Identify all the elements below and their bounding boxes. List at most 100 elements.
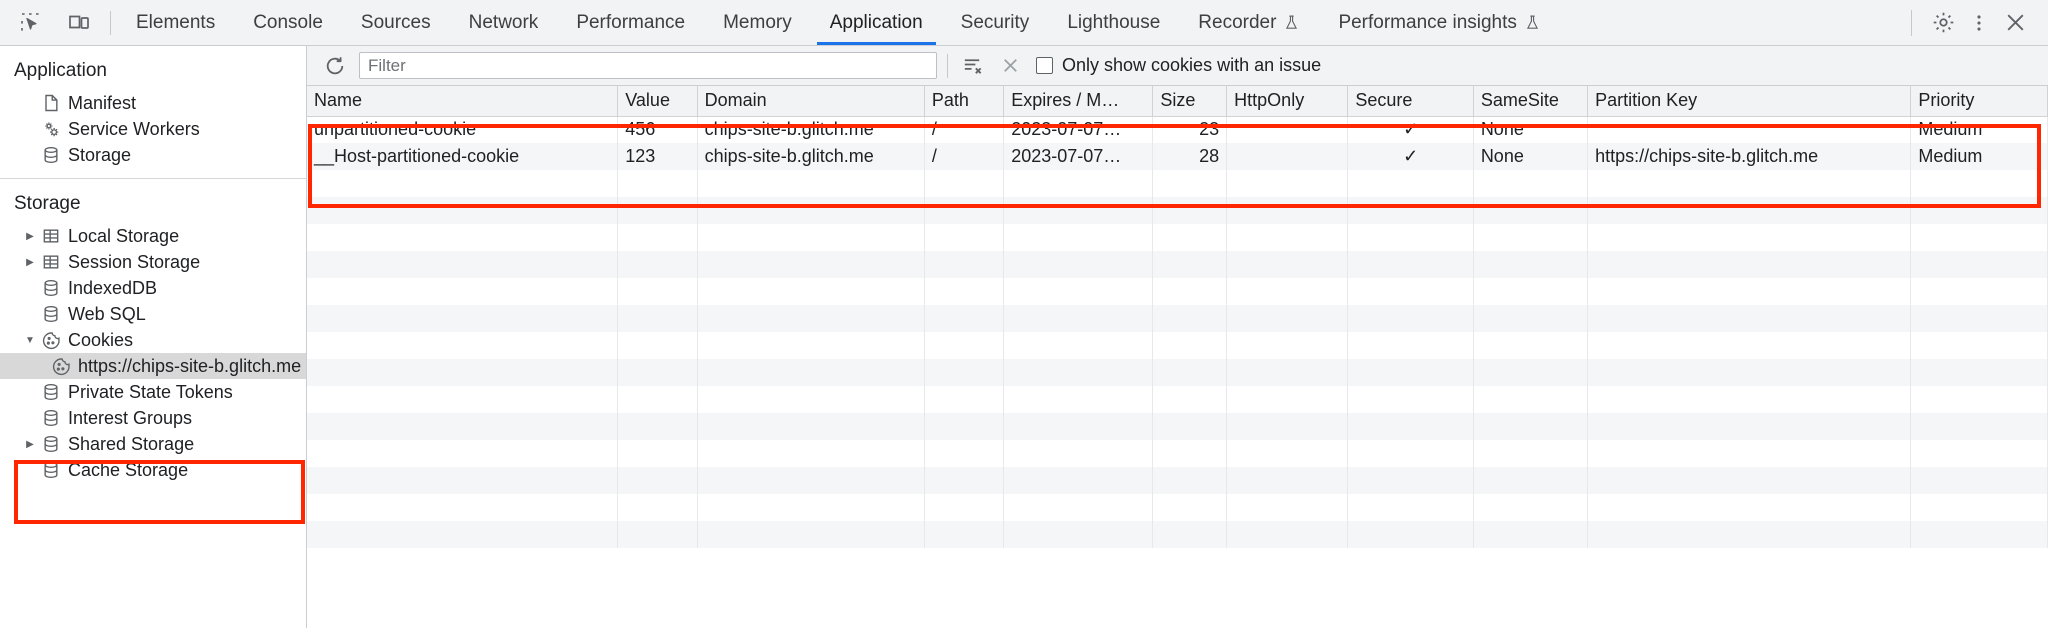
cookies-filter-bar: Only show cookies with an issue [307,46,2048,86]
sidebar-item-indexeddb[interactable]: ▶ IndexedDB [0,275,306,301]
tab-security[interactable]: Security [942,0,1049,45]
cell-partition-key [1587,116,1912,143]
toolbar-right-divider [1911,9,1912,36]
chevron-right-icon[interactable]: ▶ [26,230,34,242]
tab-label: Elements [136,11,216,33]
sidebar-item-local-storage[interactable]: ▶ Local Storage [0,223,306,249]
panel-tabs: Elements Console Sources Network Perform… [117,0,1560,45]
cell-domain: chips-site-b.glitch.me [697,143,925,170]
column-header-value[interactable]: Value [617,86,698,117]
column-header-httponly[interactable]: HttpOnly [1226,86,1349,117]
table-header-row: Name Value Domain Path Expires / M… Size… [307,86,2048,117]
toolbar-right-icons [1905,0,2048,45]
sidebar-item-label: Session Storage [68,252,201,272]
tab-elements[interactable]: Elements [117,0,234,45]
application-sidebar: Application ▶ Manifest ▶ [0,46,307,628]
chevron-right-icon[interactable]: ▶ [26,256,34,268]
cell-size: 23 [1152,116,1228,143]
database-icon [38,304,64,324]
column-header-domain[interactable]: Domain [697,86,925,117]
table-row[interactable]: unpartitioned-cookie 456 chips-site-b.gl… [307,116,2048,143]
refresh-icon[interactable] [321,52,349,80]
sidebar-item-label: Local Storage [68,226,180,246]
sidebar-item-cookie-origin[interactable]: https://chips-site-b.glitch.me [0,353,306,379]
only-issues-checkbox[interactable]: Only show cookies with an issue [1036,55,1321,76]
tab-performance[interactable]: Performance [557,0,704,45]
table-icon [38,252,64,272]
chevron-down-icon[interactable]: ▼ [25,334,35,346]
sidebar-section-application: Application ▶ Manifest ▶ [0,46,306,178]
gear-icon[interactable] [1926,7,1960,39]
sidebar-item-label: Cookies [68,330,134,350]
tab-lighthouse[interactable]: Lighthouse [1048,0,1179,45]
tab-memory[interactable]: Memory [704,0,811,45]
search-input[interactable] [359,52,937,79]
tab-label: Performance insights [1338,11,1517,33]
more-vertical-icon[interactable] [1962,7,1996,39]
sidebar-item-label: Shared Storage [68,434,195,454]
tab-label: Security [960,11,1030,33]
column-header-size[interactable]: Size [1152,86,1228,117]
cell-name: __Host-partitioned-cookie [307,143,619,170]
cell-samesite: None [1473,116,1589,143]
tab-label: Sources [360,11,431,33]
sidebar-item-label: Service Workers [68,119,200,139]
sidebar-item-label: Private State Tokens [68,382,233,402]
gears-icon [38,119,64,140]
sidebar-item-label: Web SQL [68,304,146,324]
column-header-partition-key[interactable]: Partition Key [1587,86,1912,117]
column-header-expires[interactable]: Expires / M… [1003,86,1154,117]
device-toggle-icon[interactable] [62,7,96,39]
sidebar-item-private-state-tokens[interactable]: ▶ Private State Tokens [0,379,306,405]
tab-application[interactable]: Application [811,0,942,45]
sidebar-item-shared-storage[interactable]: ▶ Shared Storage [0,431,306,457]
sidebar-item-service-workers[interactable]: ▶ Service Workers [0,116,306,142]
checkbox-box[interactable] [1036,57,1053,74]
column-header-path[interactable]: Path [924,86,1005,117]
sidebar-section-title: Storage [14,193,81,214]
table-icon [38,226,64,246]
cookies-table-empty-grid [307,170,2048,548]
tab-label: Network [468,11,539,33]
sidebar-item-cookies[interactable]: ▼ Cookies [0,327,306,353]
sidebar-item-storage[interactable]: ▶ Storage [0,142,306,168]
sidebar-item-interest-groups[interactable]: ▶ Interest Groups [0,405,306,431]
toolbar-left-icons [0,0,104,45]
tab-performance-insights[interactable]: Performance insights [1319,0,1559,45]
sidebar-item-web-sql[interactable]: ▶ Web SQL [0,301,306,327]
inspect-cursor-icon[interactable] [14,7,48,39]
sidebar-section-title: Application [14,60,107,81]
database-icon [38,382,64,402]
document-icon [38,93,64,113]
cell-expires: 2023-07-07… [1003,143,1154,170]
cell-samesite: None [1473,143,1589,170]
clear-all-icon[interactable] [996,52,1024,80]
cell-secure: ✓ [1347,143,1474,170]
sidebar-item-label: Storage [68,145,132,165]
clear-filtered-icon[interactable] [958,52,986,80]
sidebar-item-session-storage[interactable]: ▶ Session Storage [0,249,306,275]
tab-console[interactable]: Console [234,0,342,45]
cell-path: / [924,116,1005,143]
sidebar-item-label: Cache Storage [68,460,189,480]
column-header-priority[interactable]: Priority [1910,86,2048,117]
column-header-name[interactable]: Name [307,86,619,117]
column-header-samesite[interactable]: SameSite [1473,86,1589,117]
cell-httponly [1226,143,1349,170]
sidebar-item-manifest[interactable]: ▶ Manifest [0,90,306,116]
tab-network[interactable]: Network [450,0,558,45]
cell-partition-key: https://chips-site-b.glitch.me [1587,143,1912,170]
tab-recorder[interactable]: Recorder [1179,0,1319,45]
column-header-secure[interactable]: Secure [1347,86,1474,117]
cookies-table: Name Value Domain Path Expires / M… Size… [307,86,2048,170]
sidebar-item-cache-storage[interactable]: ▶ Cache Storage [0,457,306,483]
cookie-icon [38,330,64,351]
table-row[interactable]: __Host-partitioned-cookie 123 chips-site… [307,143,2048,170]
devtools-tabbar: Elements Console Sources Network Perform… [0,0,2048,46]
close-icon[interactable] [1998,7,2032,39]
filter-divider [947,53,948,78]
chevron-right-icon[interactable]: ▶ [26,438,34,450]
cell-domain: chips-site-b.glitch.me [697,116,925,143]
tab-sources[interactable]: Sources [342,0,450,45]
cell-expires: 2023-07-07… [1003,116,1154,143]
